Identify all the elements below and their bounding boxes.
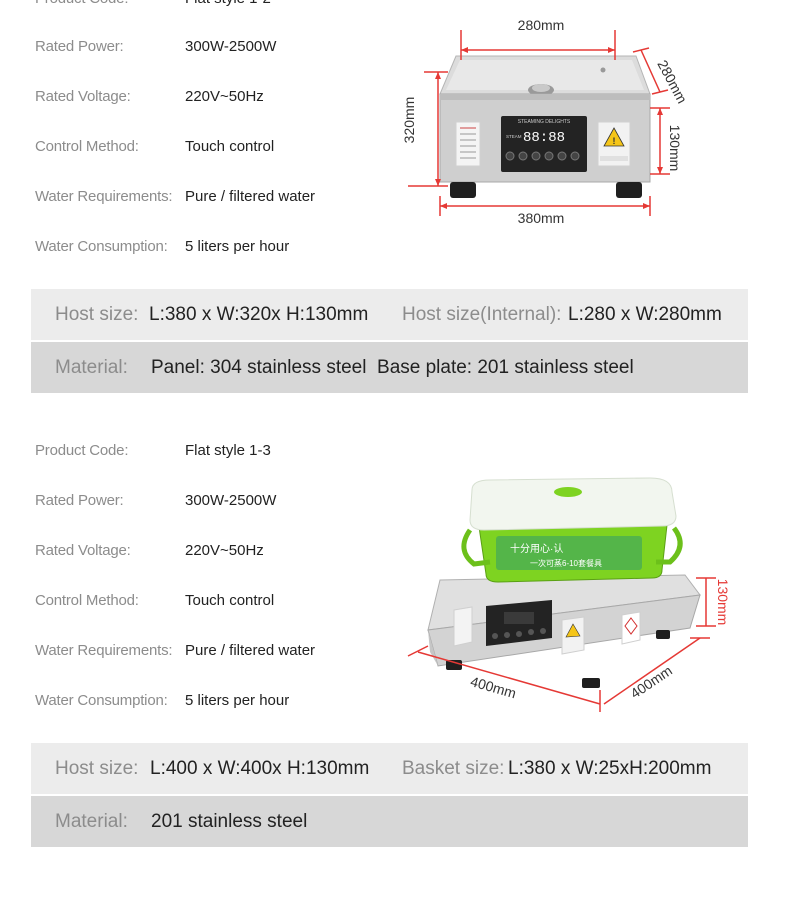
spec-label: Water Requirements: <box>35 188 173 205</box>
basket-label-line1: 十分用心·认 <box>510 542 563 555</box>
touch-button-icon <box>504 632 510 638</box>
spec-value: 5 liters per hour <box>185 238 290 255</box>
spec-value: 300W-2500W <box>185 38 277 55</box>
dimension-height-label: 130mm <box>715 579 731 626</box>
svg-text:!: ! <box>613 136 616 146</box>
spec-value: Touch control <box>185 138 275 155</box>
spec-label: Water Requirements: <box>35 642 173 659</box>
host-size-bar-1: Host size: L:380 x W:320x H:130mm Host s… <box>31 289 748 340</box>
spec-label: Control Method: <box>35 138 139 155</box>
touch-button-icon <box>557 151 567 161</box>
basket-label-line2: 一次可蒸6-10套餐具 <box>530 558 602 568</box>
material-bar-2: Material: 201 stainless steel <box>31 796 748 847</box>
touch-button-icon <box>540 628 546 634</box>
dimension-arrows <box>435 47 663 209</box>
host-size-label: Host size: <box>55 304 139 325</box>
touch-button-icon <box>505 151 515 161</box>
touch-button-icon <box>544 151 554 161</box>
basket-size-value: L:380 x W:25xH:200mm <box>508 758 712 779</box>
warning-icon <box>603 127 625 147</box>
hazard-icon <box>624 617 638 635</box>
spec-value: Flat style 1-2 <box>185 0 271 10</box>
dimension-left-label: 320mm <box>401 97 417 144</box>
panel-side-text: STEAM <box>506 134 522 139</box>
spec-value: Pure / filtered water <box>185 642 316 659</box>
spec-label: Rated Power: <box>35 38 124 55</box>
warning-icon <box>565 623 581 638</box>
panel-header-text: STEAMING DELIGHTS <box>518 119 571 125</box>
spec-label: Rated Power: <box>35 492 124 509</box>
basket-lid <box>469 477 677 531</box>
foot-icon <box>656 630 670 639</box>
spec-label: Rated Voltage: <box>35 88 131 105</box>
basket-label <box>496 536 642 570</box>
spec-value: Pure / filtered water <box>185 188 316 205</box>
panel-digits: 88:88 <box>523 130 565 146</box>
label-sticker <box>455 121 481 167</box>
spec-label: Product Code: <box>35 0 128 10</box>
spec-value: 5 liters per hour <box>185 692 290 709</box>
material-bar-1: Material: Panel: 304 stainless steel Bas… <box>31 342 748 393</box>
spec-label: Rated Voltage: <box>35 542 131 559</box>
dimension-lines <box>407 577 716 712</box>
spec-label: Product Code: <box>35 442 129 459</box>
dimension-lines <box>408 30 670 216</box>
material-label: Material: <box>55 811 128 832</box>
material-value: 201 stainless steel <box>151 811 308 832</box>
dimension-right-label: 400mm <box>627 662 675 701</box>
spec-value: Touch control <box>185 592 275 609</box>
internal-size-label: Host size(Internal): <box>402 304 562 325</box>
dimension-left-label: 400mm <box>469 673 518 701</box>
spec-label: Water Consumption: <box>35 692 168 709</box>
spec-value: 220V~50Hz <box>185 88 264 105</box>
basket-handle-right <box>656 526 683 565</box>
host-size-bar-2: Host size: L:400 x W:400x H:130mm Basket… <box>31 743 748 794</box>
host-size-label: Host size: <box>55 758 139 779</box>
lid-knob-icon <box>554 487 582 497</box>
spec-value: 300W-2500W <box>185 492 277 509</box>
internal-size-value: L:280 x W:280mm <box>568 304 722 325</box>
label-sticker <box>453 606 473 647</box>
steamer-top-inner <box>446 60 644 90</box>
touch-button-icon <box>528 629 534 635</box>
host-size-value: L:400 x W:400x H:130mm <box>150 758 370 779</box>
power-button-icon <box>570 151 580 161</box>
touch-button-icon <box>518 151 528 161</box>
material-label: Material: <box>55 357 128 378</box>
basket-size-label: Basket size: <box>402 758 505 779</box>
spec-label: Water Consumption: <box>35 238 168 255</box>
foot-icon <box>450 182 476 198</box>
foot-icon <box>582 678 600 688</box>
host-size-value: L:380 x W:320x H:130mm <box>149 304 369 325</box>
foot-icon <box>446 660 462 670</box>
dimension-depth-label: 280mm <box>654 57 690 106</box>
material-value: Panel: 304 stainless steel Base plate: 2… <box>151 357 634 378</box>
basket-handle-left <box>461 528 491 567</box>
touch-button-icon <box>531 151 541 161</box>
product-image-flat-1-2: STEAMING DELIGHTS STEAM 88:88 ! <box>401 17 690 226</box>
spec-value: 220V~50Hz <box>185 542 264 559</box>
touch-button-icon <box>516 631 522 637</box>
touch-button-icon <box>492 633 498 639</box>
dimension-top-label: 280mm <box>518 17 565 33</box>
spec-label: Control Method: <box>35 592 139 609</box>
product-image-flat-1-3: 十分用心·认 一次可蒸6-10套餐具 400mm 400mm 130mm <box>407 477 731 712</box>
dimension-bottom-label: 380mm <box>518 210 565 226</box>
foot-icon <box>616 182 642 198</box>
dimension-right-label: 130mm <box>667 125 683 172</box>
spec-value: Flat style 1-3 <box>185 442 271 459</box>
